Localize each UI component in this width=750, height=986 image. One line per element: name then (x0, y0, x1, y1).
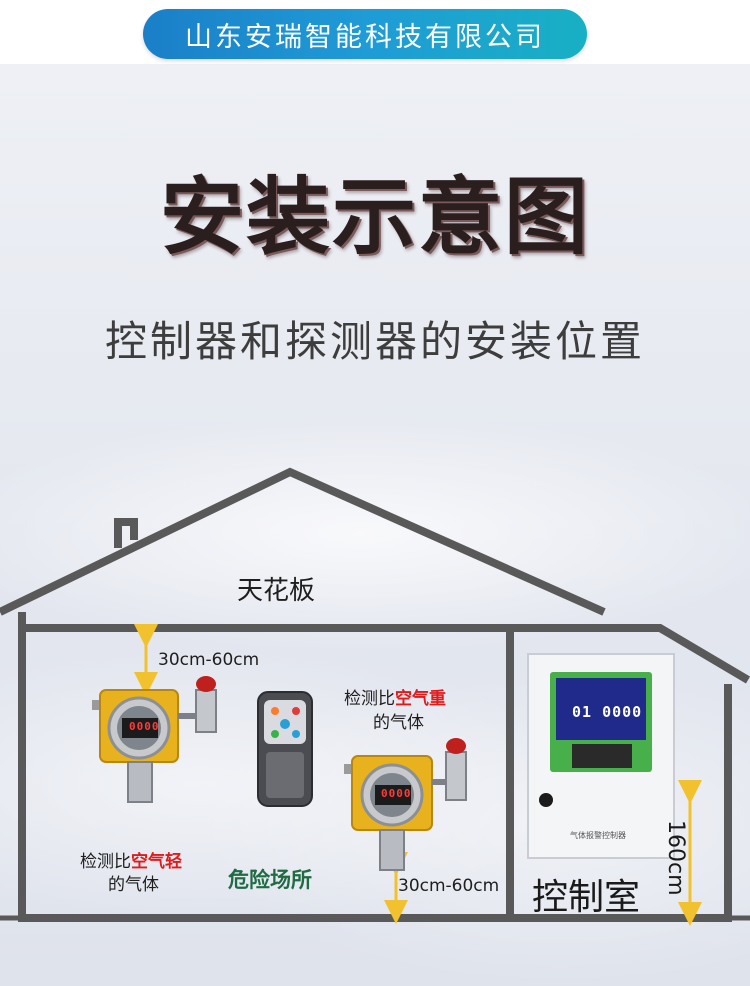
top-gap-label: 30cm-60cm (158, 650, 260, 670)
detector-left-display: 0000 (129, 720, 160, 733)
bottom-gap-label: 30cm-60cm (398, 876, 500, 896)
sky-background (0, 64, 750, 986)
alarm-controller (527, 653, 675, 859)
heavier-gas-highlight: 空气重 (395, 689, 446, 709)
remote-control (257, 691, 313, 807)
measurement-arrows (134, 624, 702, 926)
heavier-gas-label-line1: 检测比空气重 (344, 684, 446, 709)
lighter-gas-prefix: 检测比 (80, 852, 131, 872)
company-banner: 山东安瑞智能科技有限公司 (143, 9, 587, 59)
heavier-gas-suffix: 的气体 (373, 713, 424, 733)
lighter-gas-highlight: 空气轻 (131, 852, 182, 872)
lighter-gas-suffix: 的气体 (108, 875, 159, 895)
control-room-label: 控制室 (532, 877, 641, 918)
controller-display: 01 0000 (572, 703, 643, 721)
control-room-roof (506, 624, 750, 684)
gas-detector-right (344, 738, 467, 871)
roof-outline (0, 467, 606, 616)
heavier-gas-prefix: 检测比 (344, 689, 395, 709)
mount-height-label: 160cm (663, 820, 688, 896)
ceiling-label: 天花板 (237, 576, 316, 606)
main-title: 安装示意图 (159, 168, 590, 266)
subtitle: 控制器和探测器的安装位置 (104, 317, 645, 366)
lighter-gas-label-line1: 检测比空气轻 (80, 847, 182, 872)
controller-caption: 气体报警控制器 (570, 831, 626, 840)
hazard-area-label: 危险场所 (228, 868, 312, 892)
detector-right-display: 0000 (381, 787, 412, 800)
gas-detector-left (92, 676, 217, 803)
